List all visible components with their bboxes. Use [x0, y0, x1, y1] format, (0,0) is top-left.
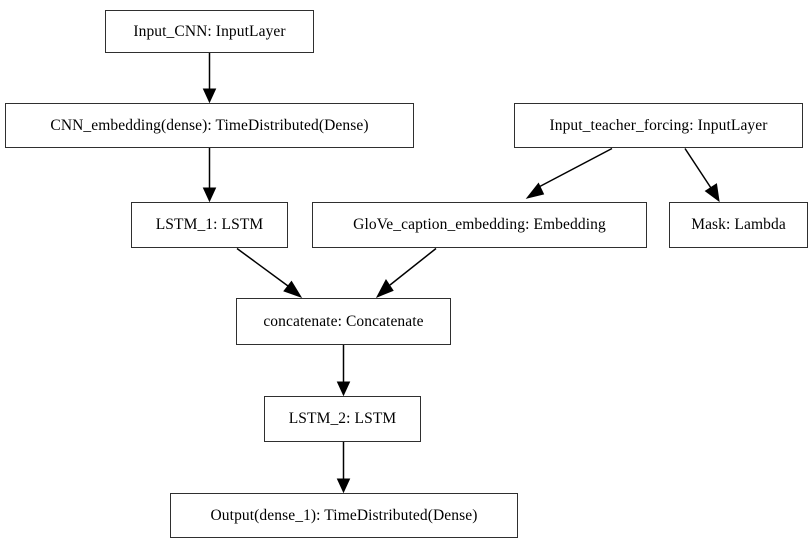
node-glove-caption-embedding[interactable]: GloVe_caption_embedding: Embedding — [312, 202, 647, 248]
node-lstm-2[interactable]: LSTM_2: LSTM — [264, 396, 421, 442]
node-mask[interactable]: Mask: Lambda — [669, 202, 808, 248]
node-label-concatenate: concatenate: Concatenate — [263, 312, 424, 330]
node-lstm-1[interactable]: LSTM_1: LSTM — [131, 202, 288, 248]
edge-concatenate-to-lstm-2 — [336, 345, 351, 397]
node-concatenate[interactable]: concatenate: Concatenate — [236, 298, 451, 345]
node-label-input-teacher-forcing: Input_teacher_forcing: InputLayer — [549, 116, 768, 134]
node-input-cnn[interactable]: Input_CNN: InputLayer — [105, 10, 314, 53]
node-label-lstm-2: LSTM_2: LSTM — [288, 410, 397, 428]
edge-lstm-2-to-output-dense-1 — [336, 442, 351, 494]
node-label-input-cnn: Input_CNN: InputLayer — [133, 22, 286, 40]
edge-input-teacher-forcing-to-glove-embedding — [525, 147, 613, 199]
edge-glove-embedding-to-concatenate — [375, 247, 437, 298]
edge-lstm-1-to-concatenate — [236, 247, 303, 298]
node-label-output-dense-1: Output(dense_1): TimeDistributed(Dense) — [210, 506, 478, 524]
node-label-glove-caption-embedding: GloVe_caption_embedding: Embedding — [353, 216, 606, 234]
node-label-mask: Mask: Lambda — [691, 216, 786, 234]
node-label-lstm-1: LSTM_1: LSTM — [155, 216, 264, 234]
edge-input-cnn-to-cnn-embedding — [202, 53, 217, 104]
node-output-dense-1[interactable]: Output(dense_1): TimeDistributed(Dense) — [170, 493, 518, 538]
edge-cnn-embedding-to-lstm-1 — [202, 148, 217, 203]
edge-input-teacher-forcing-to-mask — [684, 148, 720, 203]
node-label-cnn-embedding: CNN_embedding(dense): TimeDistributed(De… — [50, 116, 369, 134]
node-cnn-embedding[interactable]: CNN_embedding(dense): TimeDistributed(De… — [5, 103, 414, 148]
node-input-teacher-forcing[interactable]: Input_teacher_forcing: InputLayer — [514, 103, 803, 148]
